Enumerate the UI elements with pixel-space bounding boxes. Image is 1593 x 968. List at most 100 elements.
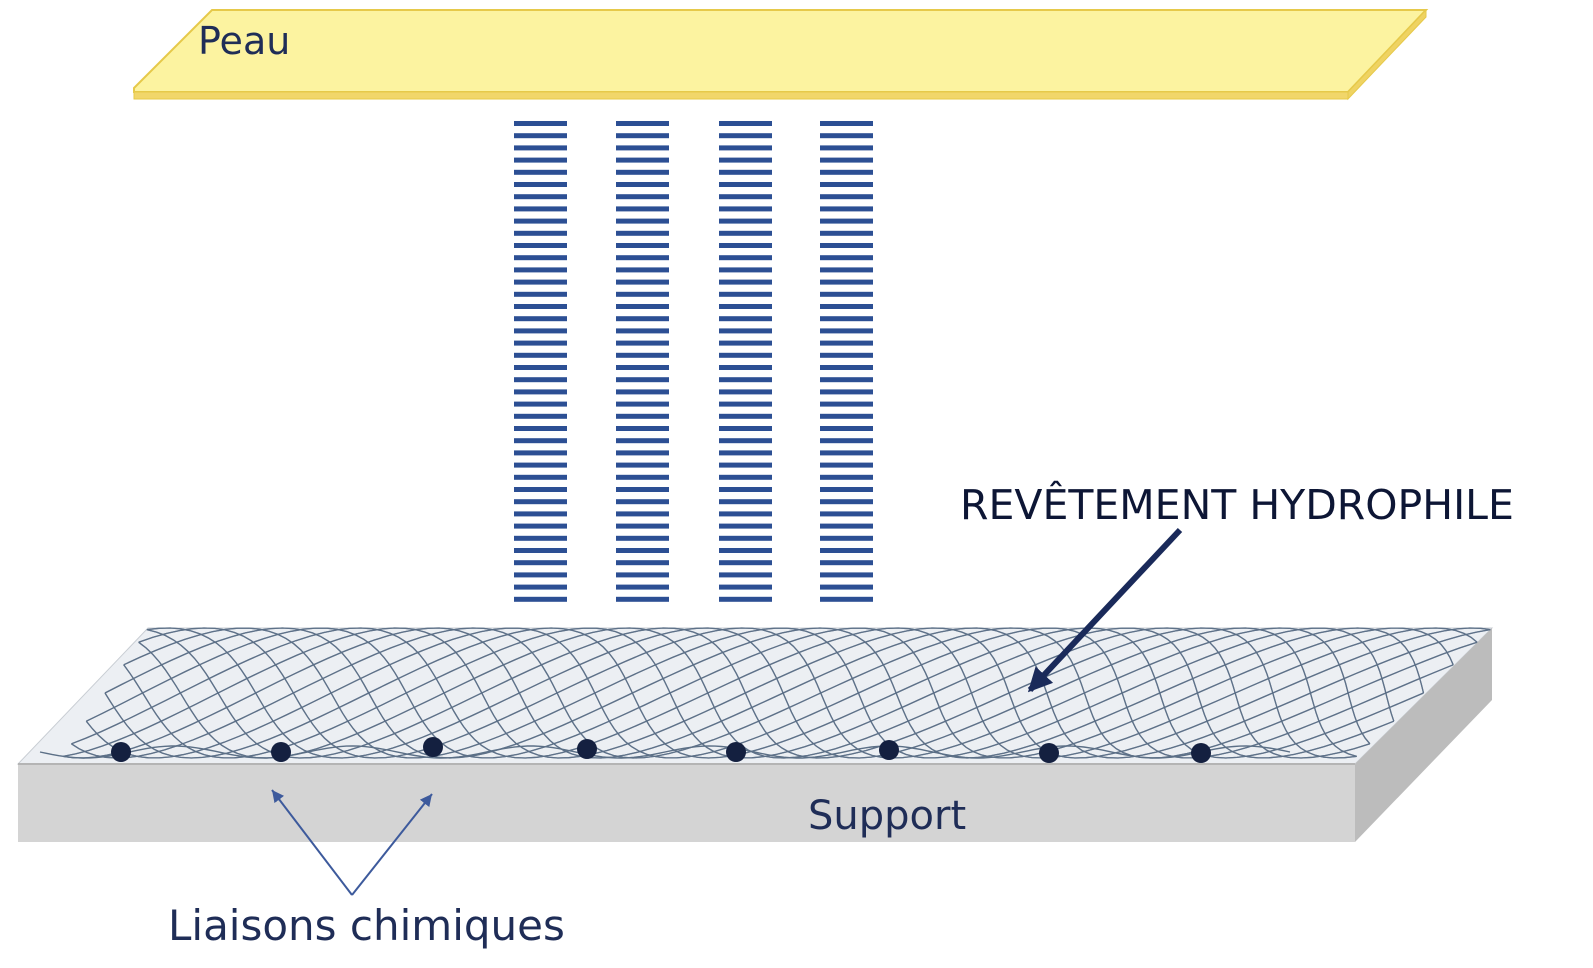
bond-dot	[577, 739, 597, 759]
chain-stripe	[820, 304, 873, 309]
chain-stripe	[514, 279, 567, 285]
chain-stripe	[820, 596, 873, 602]
chain-stripe	[820, 377, 873, 383]
mesh-base-strand	[39, 745, 1291, 759]
chain-stripe	[719, 291, 772, 297]
chain-stripe	[719, 304, 772, 309]
chain-stripe	[719, 328, 772, 334]
bond-dot	[271, 742, 291, 762]
chain-stripe	[719, 584, 772, 590]
chain-stripe	[514, 304, 567, 309]
chain-stripe	[616, 377, 669, 383]
chain-stripe	[616, 267, 669, 273]
chain-stripe	[514, 596, 567, 602]
chain-stripe	[820, 291, 873, 297]
chain-stripe	[514, 584, 567, 590]
chain-stripe	[719, 499, 772, 505]
bond-arrow-right	[351, 793, 433, 896]
chain-stripe	[719, 157, 772, 163]
chain-stripe	[514, 474, 567, 480]
chain-stripe	[820, 121, 873, 126]
chain-stripe	[616, 243, 669, 248]
bond-dot	[423, 737, 443, 757]
chain-stripe	[616, 169, 669, 175]
chain-stripe	[514, 511, 567, 517]
chain-stripe	[820, 462, 873, 468]
chain-stripe	[514, 548, 567, 553]
bond-dot	[111, 742, 131, 762]
chain-stripe	[616, 182, 669, 187]
chain-stripe	[820, 218, 873, 224]
chain-stripe	[514, 182, 567, 187]
chain-stripe	[514, 218, 567, 224]
mesh-strand	[104, 627, 1424, 759]
chain-stripe	[514, 365, 567, 370]
chain-stripe	[719, 426, 772, 431]
chain-stripe	[719, 145, 772, 151]
chain-stripe	[820, 584, 873, 590]
chain-stripe	[514, 206, 567, 212]
chain-stripe	[719, 487, 772, 492]
chain-stripe	[719, 340, 772, 346]
chain-stripe	[820, 133, 873, 139]
chain-stripe	[820, 535, 873, 541]
chain-stripe	[820, 450, 873, 456]
chain-stripe	[820, 316, 873, 322]
chain-stripe	[820, 352, 873, 358]
chain-stripe	[514, 194, 567, 200]
coating-arrow	[1027, 527, 1183, 693]
chain-stripe	[514, 230, 567, 236]
chain-stripe	[514, 121, 567, 126]
chain-stripe	[616, 230, 669, 236]
skin-plate-body	[133, 9, 1429, 93]
chain-stripe	[616, 596, 669, 602]
chain-stripe	[719, 450, 772, 456]
chain-stripe	[820, 413, 873, 419]
chain-stripe	[719, 438, 772, 444]
chain-stripe	[820, 169, 873, 175]
chain-stripe	[719, 133, 772, 139]
chain-stripe	[514, 145, 567, 151]
chain-stripe	[616, 401, 669, 407]
chain-stripe	[719, 365, 772, 370]
label-skin: Peau	[198, 19, 291, 63]
chain-stripe	[719, 352, 772, 358]
chain-stripe	[616, 328, 669, 334]
chain-stripe	[719, 377, 772, 383]
bond-arrow-left	[271, 789, 353, 896]
chain-stripe	[616, 499, 669, 505]
chain-stripe	[616, 413, 669, 419]
chain-stripe	[719, 560, 772, 566]
chain-stripe	[820, 523, 873, 529]
chain-stripe	[719, 413, 772, 419]
chain-stripe	[514, 255, 567, 261]
bond-dot	[879, 740, 899, 760]
support-top-face	[16, 627, 1494, 765]
chain-stripe	[514, 377, 567, 383]
chain-stripe	[514, 340, 567, 346]
chain-stripe	[719, 474, 772, 480]
chain-stripe	[820, 548, 873, 553]
support-front-face	[18, 764, 1355, 842]
chain-stripe	[820, 194, 873, 200]
chain-stripe	[514, 243, 567, 248]
chain-stripe	[719, 523, 772, 529]
chain-stripe	[820, 560, 873, 566]
chain-stripe	[616, 340, 669, 346]
chain-stripe	[616, 279, 669, 285]
label-chemical-bonds: Liaisons chimiques	[168, 901, 565, 950]
chain-stripe	[514, 401, 567, 407]
chain-stripe	[820, 267, 873, 273]
chain-stripe	[616, 487, 669, 492]
chain-stripe	[820, 340, 873, 346]
chain-stripe	[820, 182, 873, 187]
chain-stripe	[514, 316, 567, 322]
chain-stripe	[820, 426, 873, 431]
chain-stripe	[616, 133, 669, 139]
chain-stripe	[719, 511, 772, 517]
chain-stripe	[820, 328, 873, 334]
chain-stripe	[616, 121, 669, 126]
chain-stripe	[616, 523, 669, 529]
chain-stripe	[719, 401, 772, 407]
skin-plate-side	[1347, 8, 1427, 101]
